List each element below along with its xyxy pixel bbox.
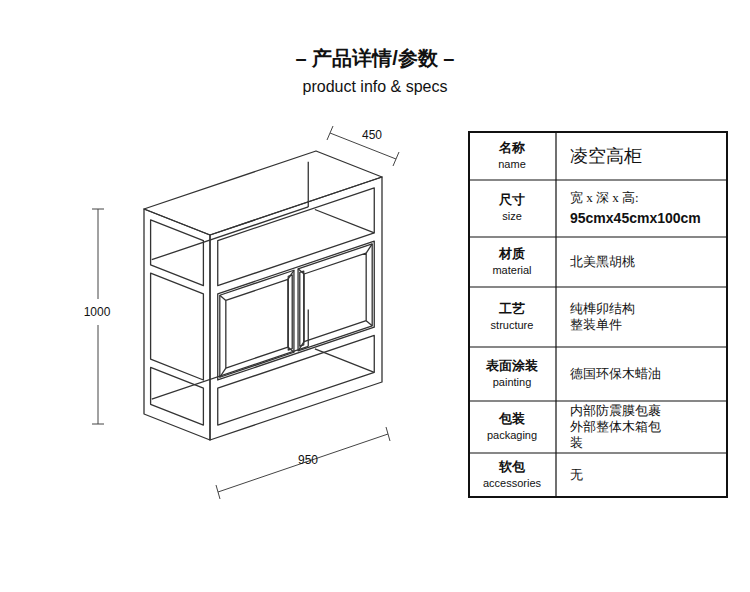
table-cell: 内部防震膜包裹 外部整体木箱包装 bbox=[570, 403, 669, 452]
dimension-tick bbox=[393, 152, 399, 166]
row-heading: 包装 bbox=[499, 411, 525, 427]
page-title: – 产品详情/参数 – bbox=[296, 46, 455, 71]
bevel-corner bbox=[220, 295, 226, 300]
row-heading-en: accessories bbox=[483, 477, 541, 491]
row-heading-en: size bbox=[502, 210, 522, 224]
subtitle: product info & specs bbox=[303, 77, 448, 97]
shelf-back-edge bbox=[152, 346, 309, 399]
row-heading-en: structure bbox=[491, 319, 534, 333]
door-handle bbox=[300, 271, 304, 346]
door-bevel bbox=[304, 253, 366, 342]
cabinet-drawing bbox=[144, 151, 382, 440]
dimension-line bbox=[218, 434, 388, 492]
door-bevel bbox=[226, 279, 288, 368]
dimension-label: 950 bbox=[298, 453, 318, 468]
row-heading-en: material bbox=[492, 264, 531, 278]
row-heading-en: name bbox=[498, 158, 526, 172]
dimension-tick bbox=[327, 126, 333, 140]
dimension-label: 450 bbox=[362, 128, 382, 143]
table-cell: 95cmx45cmx100cm bbox=[570, 210, 701, 228]
side-opening bbox=[151, 367, 204, 425]
table-row-line bbox=[469, 236, 727, 237]
table-column-line bbox=[555, 132, 556, 497]
spec-table bbox=[469, 132, 727, 497]
dimension-label: 1000 bbox=[84, 305, 111, 320]
table-row-line bbox=[469, 452, 727, 453]
side-face bbox=[144, 209, 210, 440]
row-heading-en: painting bbox=[493, 376, 532, 390]
row-heading: 软包 bbox=[499, 459, 525, 475]
row-heading: 名称 bbox=[499, 140, 525, 156]
dimension-tick bbox=[92, 209, 104, 210]
door-panel bbox=[220, 270, 294, 377]
door-frame bbox=[218, 241, 375, 380]
dimension-line bbox=[98, 325, 99, 424]
door-panel bbox=[298, 244, 372, 351]
table-cell: 纯榫卯结构 整装单件 bbox=[570, 301, 643, 334]
row-heading-en: packaging bbox=[487, 429, 537, 443]
row-heading: 表面涂装 bbox=[486, 358, 538, 374]
side-panel bbox=[151, 273, 204, 380]
table-cell: 北美黑胡桃 bbox=[570, 254, 635, 270]
shelf-back-edge bbox=[152, 207, 309, 260]
dimension-tick bbox=[216, 485, 220, 499]
row-heading: 尺寸 bbox=[499, 192, 525, 208]
bevel-corner bbox=[220, 368, 226, 377]
table-cell: 无 bbox=[570, 467, 583, 483]
row-heading: 工艺 bbox=[499, 301, 525, 317]
back-post bbox=[308, 162, 309, 207]
table-row-line bbox=[469, 286, 727, 287]
table-cell: 宽 x 深 x 高: bbox=[570, 190, 639, 206]
bevel-corner bbox=[366, 321, 372, 326]
table-row-line bbox=[469, 400, 727, 401]
row-heading: 材质 bbox=[499, 246, 525, 262]
dimension-tick bbox=[386, 427, 390, 441]
bottom-opening bbox=[218, 335, 375, 425]
dimension-lines bbox=[92, 126, 399, 499]
table-row-line bbox=[469, 179, 727, 180]
table-row-line bbox=[469, 346, 727, 347]
door-handle bbox=[288, 275, 292, 350]
dimension-tick bbox=[92, 424, 104, 425]
table-cell: 德国环保木蜡油 bbox=[570, 366, 661, 382]
dimension-line bbox=[98, 209, 99, 299]
table-cell: 凌空高柜 bbox=[570, 145, 642, 168]
front-face bbox=[210, 177, 382, 440]
shelf-side-edge bbox=[315, 210, 374, 233]
bevel-corner bbox=[366, 244, 372, 253]
top-opening bbox=[218, 188, 375, 286]
top-face bbox=[144, 151, 382, 235]
table-border bbox=[469, 132, 727, 497]
